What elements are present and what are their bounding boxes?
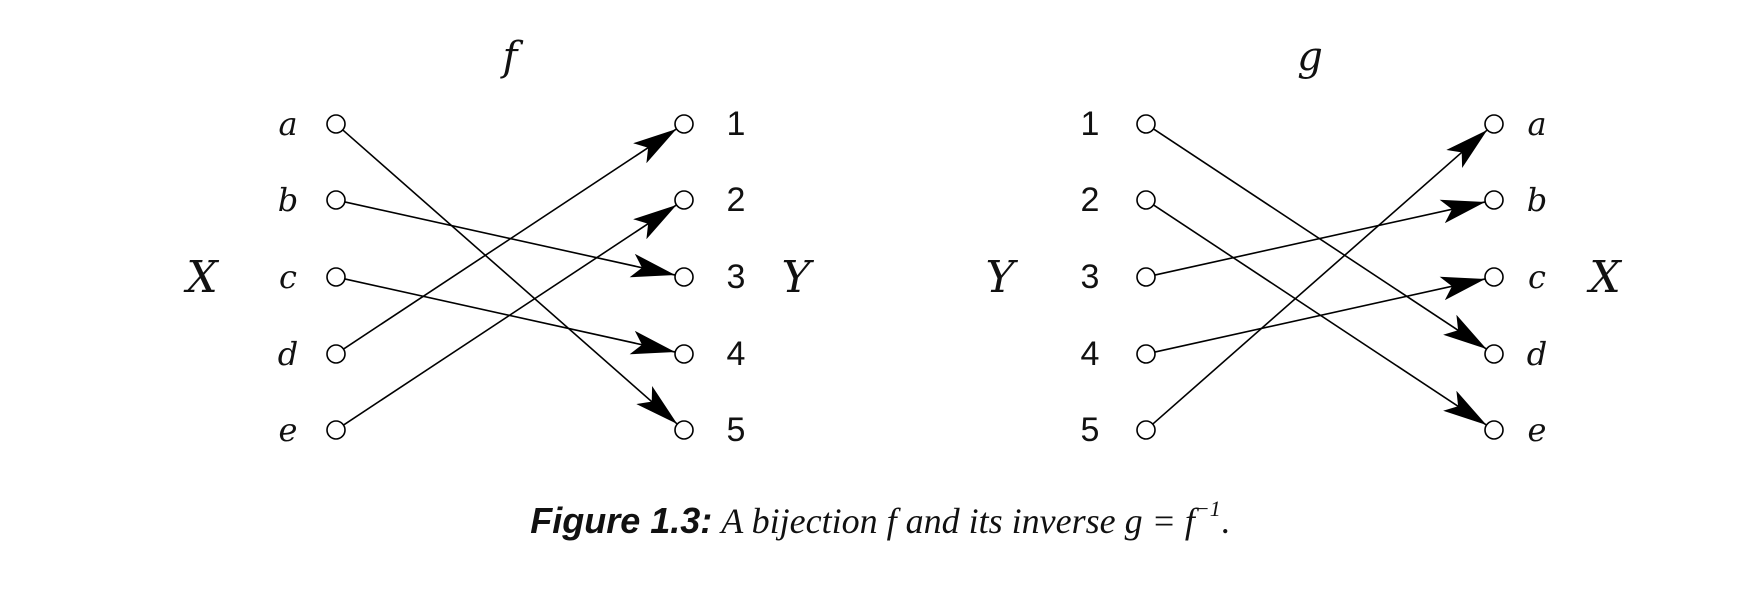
label-g-domain-3: 3 <box>1081 258 1100 296</box>
node-g-codomain-d <box>1484 344 1504 364</box>
label-g-domain-5: 5 <box>1081 411 1100 449</box>
diagram-g: gY X 1 2 3 4 5 ab c de <box>985 34 1622 449</box>
label-g-domain-2: 2 <box>1081 181 1100 219</box>
label-g-codomain-c: c <box>1528 258 1546 296</box>
caption-end: . <box>1220 501 1230 541</box>
diagram-f: fX Yab c de 1 2 3 4 5 <box>183 34 814 449</box>
node-f-domain-c <box>326 267 346 287</box>
label-f-domain-e: e <box>279 411 298 449</box>
diagram-title-g: g <box>1297 34 1323 80</box>
node-f-codomain-2 <box>674 190 694 210</box>
label-f-codomain-5: 5 <box>727 411 746 449</box>
arrow-d-to-1 <box>343 128 677 350</box>
label-g-domain-1: 1 <box>1081 105 1100 143</box>
caption-text: A bijection f and its inverse <box>721 501 1116 541</box>
label-f-codomain-3: 3 <box>727 258 746 296</box>
label-f-codomain-4: 4 <box>727 335 746 373</box>
arrow-a-to-5 <box>342 129 678 425</box>
caption-label: Figure 1.3: <box>530 500 713 541</box>
set-label-y: Y <box>781 252 814 303</box>
arrow-e-to-2 <box>343 204 677 426</box>
node-g-domain-1 <box>1136 114 1156 134</box>
node-f-domain-d <box>326 344 346 364</box>
set-label-x: X <box>1586 252 1622 303</box>
arrow-4-to-c <box>1154 276 1486 353</box>
node-g-domain-3 <box>1136 267 1156 287</box>
node-f-codomain-5 <box>674 420 694 440</box>
node-f-domain-a <box>326 114 346 134</box>
node-f-domain-e <box>326 420 346 440</box>
set-label-x: X <box>183 252 219 303</box>
node-f-codomain-3 <box>674 267 694 287</box>
set-label-y: Y <box>985 252 1018 303</box>
label-g-codomain-d: d <box>1527 335 1547 373</box>
label-f-domain-c: c <box>279 258 297 296</box>
caption-superscript: −1 <box>1194 496 1221 521</box>
arrow-5-to-a <box>1152 129 1488 425</box>
node-g-domain-5 <box>1136 420 1156 440</box>
label-f-domain-a: a <box>278 105 297 143</box>
node-g-codomain-e <box>1484 420 1504 440</box>
label-f-codomain-2: 2 <box>727 181 746 219</box>
node-f-domain-b <box>326 190 346 210</box>
label-f-codomain-1: 1 <box>727 105 746 143</box>
diagram-title-f: f <box>500 34 524 80</box>
node-g-domain-2 <box>1136 190 1156 210</box>
node-f-codomain-4 <box>674 344 694 364</box>
node-g-domain-4 <box>1136 344 1156 364</box>
label-g-codomain-b: b <box>1527 181 1547 219</box>
figure-caption: Figure 1.3: A bijection f and its invers… <box>0 496 1760 542</box>
label-f-domain-d: d <box>278 335 298 373</box>
label-g-domain-4: 4 <box>1081 335 1100 373</box>
caption-equation: g = f−1 <box>1124 496 1221 541</box>
label-f-domain-b: b <box>278 181 298 219</box>
label-g-codomain-a: a <box>1527 105 1546 143</box>
node-f-codomain-1 <box>674 114 694 134</box>
arrow-3-to-b <box>1154 199 1486 276</box>
node-g-codomain-a <box>1484 114 1504 134</box>
node-g-codomain-c <box>1484 267 1504 287</box>
caption-equation-base: g = f <box>1124 501 1195 541</box>
node-g-codomain-b <box>1484 190 1504 210</box>
label-g-codomain-e: e <box>1528 411 1547 449</box>
